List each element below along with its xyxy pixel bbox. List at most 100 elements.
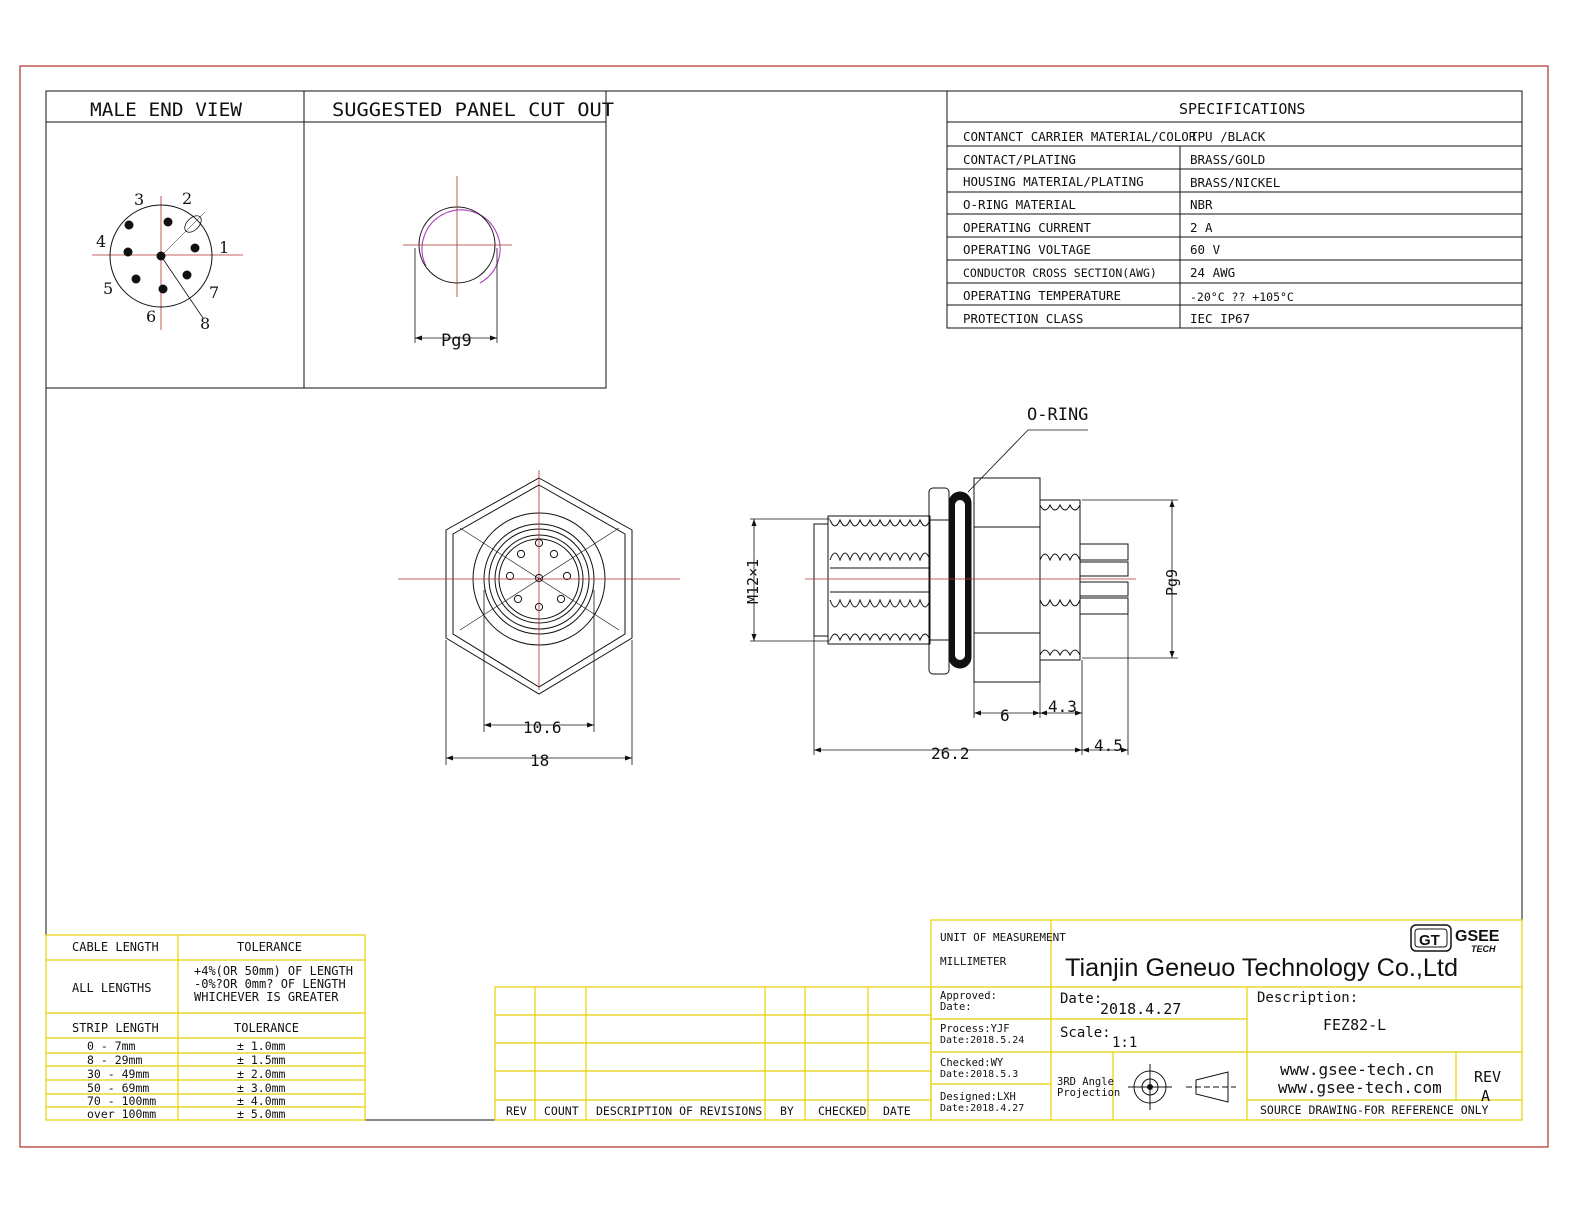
date-label: Date: [1060, 991, 1102, 1007]
website-cn: www.gsee-tech.cn [1280, 1060, 1434, 1079]
pin-label-4: 4 [96, 232, 106, 251]
title-block [930, 919, 1523, 1121]
spec-value: 60 V [1190, 242, 1221, 257]
spec-label: OPERATING CURRENT [963, 220, 1091, 235]
spec-label: O-RING MATERIAL [963, 197, 1076, 212]
pin-label-8: 8 [200, 314, 210, 333]
front-view-drawing [398, 470, 680, 765]
tolerance-table [45, 934, 366, 1121]
logo-name: GSEE [1455, 928, 1500, 945]
side-view-drawing [750, 429, 1178, 755]
dim-10-6: 10.6 [523, 718, 562, 737]
rev-col-by: BY [780, 1104, 794, 1118]
spec-value: -20°C ?? +105°C [1190, 290, 1294, 304]
strip-tol: ± 2.0mm [237, 1067, 286, 1081]
source-note: SOURCE DRAWING-FOR REFERENCE ONLY [1260, 1103, 1489, 1117]
strip-tol: ± 1.0mm [237, 1039, 286, 1053]
checked-label: Checked:WY [940, 1057, 1004, 1069]
tol-all-line: WHICHEVER IS GREATER [194, 990, 339, 1004]
title-block-text: UNIT OF MEASUREMENT MILLIMETER Tianjin G… [940, 931, 1501, 1117]
designed-label: Designed:LXH [940, 1091, 1016, 1103]
pg-label: Pg9 [1163, 569, 1181, 596]
tol-all-line: -0%?OR 0mm? OF LENGTH [194, 977, 346, 991]
pin-label-7: 7 [209, 283, 219, 302]
dim-4-5: 4.5 [1094, 736, 1123, 755]
spec-value: IEC IP67 [1190, 311, 1250, 326]
company-name: Tianjin Geneuo Technology Co.,Ltd [1065, 954, 1458, 982]
strip-tol: ± 4.0mm [237, 1094, 286, 1108]
spec-value: NBR [1190, 197, 1213, 212]
pin-label-2: 2 [182, 189, 192, 208]
tol-all-line: +4%(OR 50mm) OF LENGTH [194, 964, 353, 978]
spec-label: CONTANCT CARRIER MATERIAL/COLOR [963, 129, 1197, 144]
tol-header-tolerance: TOLERANCE [237, 940, 302, 954]
specifications-title: SPECIFICATIONS [1179, 100, 1305, 118]
panel-cut-out-diagram [403, 176, 512, 343]
dim-6: 6 [1000, 706, 1010, 725]
dim-4-3: 4.3 [1048, 697, 1077, 716]
rev-value: A [1481, 1087, 1490, 1105]
projection-symbol-icon [1128, 1064, 1236, 1110]
spec-label: PROTECTION CLASS [963, 311, 1083, 326]
rev-col-count: COUNT [544, 1104, 579, 1118]
logo-sub: TECH [1471, 944, 1496, 954]
panel-dim-label: Pg9 [441, 331, 472, 351]
strip-tol: ± 5.0mm [237, 1107, 286, 1121]
pin-label-5: 5 [103, 279, 113, 298]
revisions-headers: REV COUNT DESCRIPTION OF REVISIONS BY CH… [506, 1104, 911, 1118]
tol-header-tolerance-2: TOLERANCE [234, 1021, 299, 1035]
strip-range: over 100mm [87, 1107, 156, 1121]
strip-tol: ± 3.0mm [237, 1081, 286, 1095]
projection-line-2: Projection [1057, 1087, 1120, 1099]
strip-range: 50 - 69mm [87, 1081, 149, 1095]
strip-tol: ± 1.5mm [237, 1053, 286, 1067]
scale-label: Scale: [1060, 1025, 1111, 1041]
logo-letters: GT [1419, 932, 1440, 949]
rev-label: REV [1474, 1068, 1501, 1086]
date-value: 2018.4.27 [1100, 1000, 1181, 1018]
panel-cut-out-title: SUGGESTED PANEL CUT OUT [332, 99, 614, 121]
description-value: FEZ82-L [1323, 1016, 1386, 1034]
pin-label-6: 6 [146, 307, 156, 326]
website-com: www.gsee-tech.com [1278, 1078, 1442, 1097]
view-boxes [45, 90, 607, 389]
projection-line-1: 3RD Angle [1057, 1076, 1114, 1088]
sheet-outer-border [19, 65, 1549, 1148]
strip-range: 0 - 7mm [87, 1039, 136, 1053]
spec-label: HOUSING MATERIAL/PLATING [963, 174, 1144, 189]
description-label: Description: [1257, 990, 1358, 1006]
strip-range: 70 - 100mm [87, 1094, 156, 1108]
strip-range: 8 - 29mm [87, 1053, 142, 1067]
rev-col-date: DATE [883, 1104, 911, 1118]
spec-label: CONTACT/PLATING [963, 152, 1076, 167]
strip-range: 30 - 49mm [87, 1067, 149, 1081]
spec-value: 2 A [1190, 220, 1213, 235]
male-end-view-title: MALE END VIEW [90, 99, 243, 121]
tol-header-strip: STRIP LENGTH [72, 1021, 159, 1035]
dim-26-2: 26.2 [931, 744, 970, 763]
approved-label: Approved: [940, 990, 997, 1002]
pin-label-1: 1 [219, 238, 229, 257]
spec-value: BRASS/GOLD [1190, 152, 1265, 167]
revisions-table [494, 986, 932, 1121]
gsee-logo: GT GSEE TECH [1410, 924, 1500, 954]
tolerance-text: CABLE LENGTH TOLERANCE ALL LENGTHS +4%(O… [72, 940, 353, 1035]
tol-all-lengths: ALL LENGTHS [72, 981, 151, 995]
thread-label: M12×1 [744, 559, 762, 604]
tol-header-cable: CABLE LENGTH [72, 940, 159, 954]
spec-label: OPERATING TEMPERATURE [963, 288, 1121, 303]
spec-label: OPERATING VOLTAGE [963, 242, 1091, 257]
spec-rows: CONTANCT CARRIER MATERIAL/COLOR TPU /BLA… [963, 129, 1294, 326]
dim-18: 18 [530, 751, 549, 770]
rev-col-description: DESCRIPTION OF REVISIONS [596, 1104, 762, 1118]
spec-value: BRASS/NICKEL [1190, 175, 1280, 190]
spec-label: CONDUCTOR CROSS SECTION(AWG) [963, 266, 1157, 280]
spec-value: TPU /BLACK [1190, 129, 1266, 144]
unit-label: UNIT OF MEASUREMENT [940, 931, 1066, 944]
process-label: Process:YJF [940, 1023, 1010, 1035]
process-date: Date:2018.5.24 [940, 1035, 1024, 1046]
checked-date: Date:2018.5.3 [940, 1069, 1018, 1080]
unit-value: MILLIMETER [940, 955, 1007, 968]
scale-value: 1:1 [1112, 1035, 1137, 1051]
